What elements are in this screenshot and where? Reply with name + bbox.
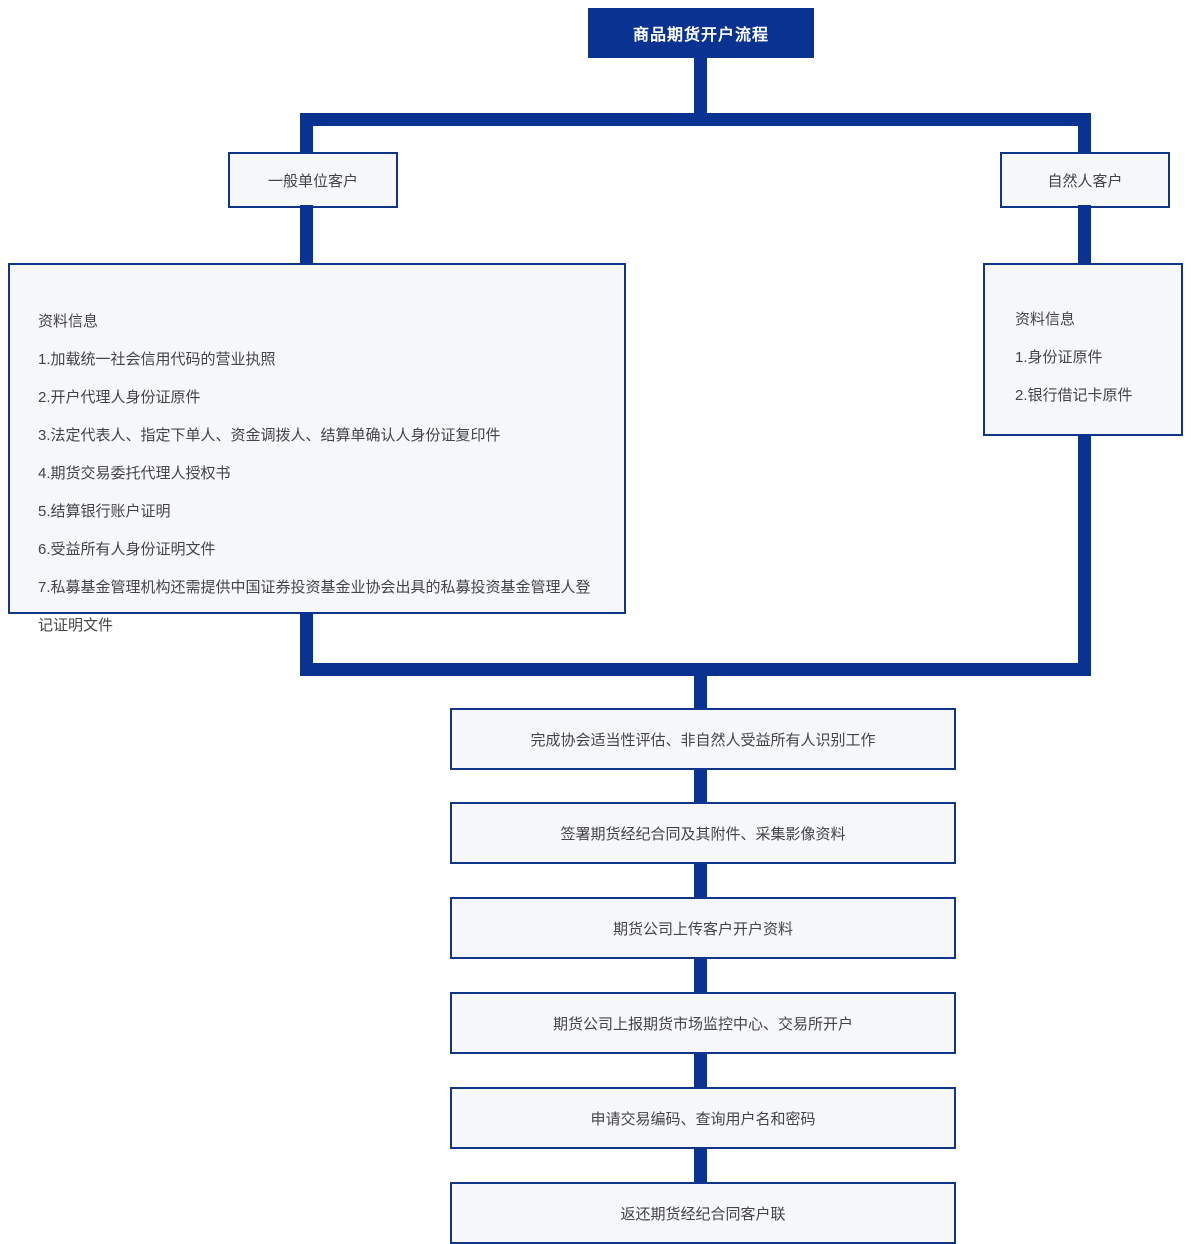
natural-person-documents-body: 资料信息 1.身份证原件 2.银行借记卡原件 [985, 265, 1181, 415]
info-item: 1.加载统一社会信用代码的营业执照 [38, 351, 276, 368]
step-box-3[interactable]: 期货公司上传客户开户资料 [450, 897, 956, 959]
connector-step-1-to-2 [694, 770, 707, 805]
connector-step-4-to-5 [694, 1054, 707, 1089]
connector-step-3-to-4 [694, 959, 707, 994]
info-item: 2.银行借记卡原件 [1015, 387, 1133, 404]
step-box-4[interactable]: 期货公司上报期货市场监控中心、交易所开户 [450, 992, 956, 1054]
step-box-6[interactable]: 返还期货经纪合同客户联 [450, 1182, 956, 1244]
step-box-5[interactable]: 申请交易编码、查询用户名和密码 [450, 1087, 956, 1149]
connector-top-branch-bar [300, 113, 1090, 126]
info-item: 4.期货交易委托代理人授权书 [38, 465, 231, 482]
info-heading: 资料信息 [38, 313, 99, 330]
panel-institutional-documents: 资料信息 1.加载统一社会信用代码的营业执照 2.开户代理人身份证原件 3.法定… [8, 263, 626, 634]
connector-step-2-to-3 [694, 864, 707, 899]
step-box-2[interactable]: 签署期货经纪合同及其附件、采集影像资料 [450, 802, 956, 864]
info-item: 3.法定代表人、指定下单人、资金调拨人、结算单确认人身份证复印件 [38, 427, 501, 444]
branch-natural-person[interactable]: 自然人客户 [1000, 152, 1170, 208]
flowchart-title: 商品期货开户流程 [588, 8, 814, 58]
info-item: 2.开户代理人身份证原件 [38, 389, 201, 406]
institutional-documents-body: 资料信息 1.加载统一社会信用代码的营业执照 2.开户代理人身份证原件 3.法定… [10, 265, 624, 645]
connector-to-institutional [300, 113, 313, 159]
info-heading: 资料信息 [1015, 311, 1076, 328]
connector-merge-to-step-1 [694, 663, 707, 711]
branch-institutional[interactable]: 一般单位客户 [228, 152, 398, 208]
info-item: 6.受益所有人身份证明文件 [38, 541, 216, 558]
connector-title-stem [694, 58, 707, 120]
info-item: 5.结算银行账户证明 [38, 503, 171, 520]
connector-to-natural-person [1078, 113, 1091, 159]
connector-institutional-docs-down [300, 612, 313, 670]
connector-step-5-to-6 [694, 1149, 707, 1184]
connector-natural-person-docs-down [1078, 434, 1091, 670]
info-item: 7.私募基金管理机构还需提供中国证券投资基金业协会出具的私募投资基金管理人登记证… [38, 579, 591, 634]
panel-natural-person-documents: 资料信息 1.身份证原件 2.银行借记卡原件 [983, 263, 1183, 436]
info-item: 1.身份证原件 [1015, 349, 1103, 366]
connector-natural-person-to-docs [1078, 205, 1091, 267]
connector-institutional-to-docs [300, 205, 313, 267]
step-box-1[interactable]: 完成协会适当性评估、非自然人受益所有人识别工作 [450, 708, 956, 770]
